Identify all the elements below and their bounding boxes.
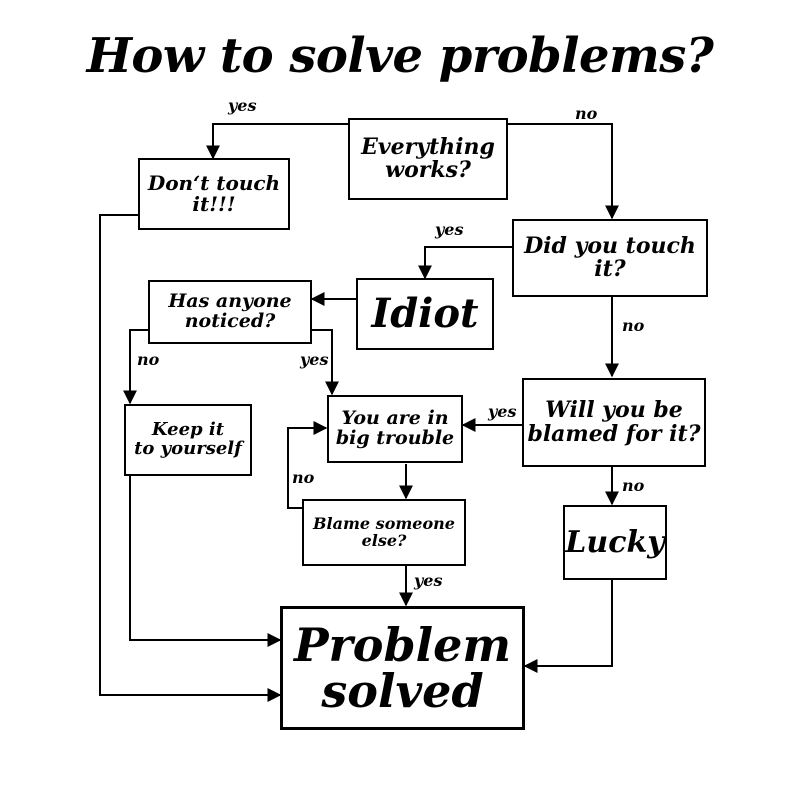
node-keep-it: Keep it to yourself (124, 404, 252, 476)
label-touch-no: no (622, 316, 645, 335)
edge-noticed-no (123, 329, 148, 405)
node-did-you-touch: Did you touch it? (512, 219, 708, 297)
edge-touch-yes (418, 246, 512, 280)
node-blame-someone: Blame someone else? (302, 499, 466, 566)
edge-donttouch-solved (99, 214, 282, 702)
node-problem-solved: Problem solved (280, 606, 525, 730)
label-blamed-yes: yes (488, 402, 517, 421)
edge-works-no (508, 123, 619, 220)
node-lucky: Lucky (563, 505, 667, 580)
edge-noticed-yes (312, 329, 339, 396)
page-title: How to solve problems? (86, 28, 714, 84)
label-noticed-yes: yes (300, 350, 329, 369)
edge-lucky-solved (523, 580, 613, 673)
label-blame-no: no (292, 468, 315, 487)
node-will-you-be-blamed: Will you be blamed for it? (522, 378, 706, 467)
node-dont-touch: Don‘t touch it!!! (138, 158, 290, 230)
edge-keep-solved (129, 475, 282, 647)
label-touch-yes: yes (435, 220, 464, 239)
node-idiot: Idiot (356, 278, 494, 350)
label-noticed-no: no (137, 350, 160, 369)
node-has-anyone-noticed: Has anyone noticed? (148, 280, 312, 344)
label-blame-yes: yes (414, 571, 443, 590)
edge-works-yes (206, 123, 348, 160)
node-big-trouble: You are in big trouble (327, 395, 463, 463)
label-blamed-no: no (622, 476, 645, 495)
edge-blame-no (287, 421, 328, 509)
node-everything-works: Everything works? (348, 118, 508, 200)
label-works-no: no (575, 104, 598, 123)
label-works-yes: yes (228, 96, 257, 115)
